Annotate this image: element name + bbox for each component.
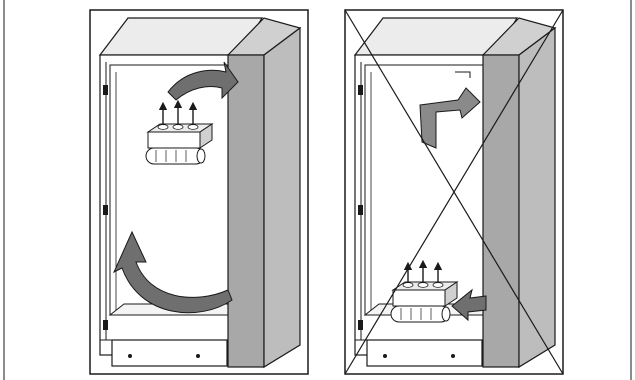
right-plinth [367, 340, 482, 366]
left-panel [90, 10, 308, 374]
left-hinge-top [103, 85, 108, 95]
left-side-panel-side [264, 28, 300, 367]
left-hinge-bottom [103, 320, 108, 330]
left-plinth [112, 340, 227, 366]
right-plinth-screw-2 [451, 354, 455, 358]
right-side-panel-front [483, 55, 519, 367]
right-hinge-mid [358, 205, 363, 215]
right-hinge-top [358, 85, 363, 95]
left-plinth-screw-1 [128, 354, 132, 358]
right-device [391, 282, 457, 322]
left-hinge-mid [103, 205, 108, 215]
right-panel [345, 10, 563, 374]
right-plinth-screw-1 [383, 354, 387, 358]
left-device [146, 124, 212, 164]
left-side-panel-front [228, 55, 264, 367]
left-plinth-screw-2 [196, 354, 200, 358]
left-fan-icon [146, 148, 204, 164]
right-fan-icon [391, 306, 449, 322]
right-side-panel-side [519, 28, 555, 367]
right-hinge-bottom [358, 320, 363, 330]
